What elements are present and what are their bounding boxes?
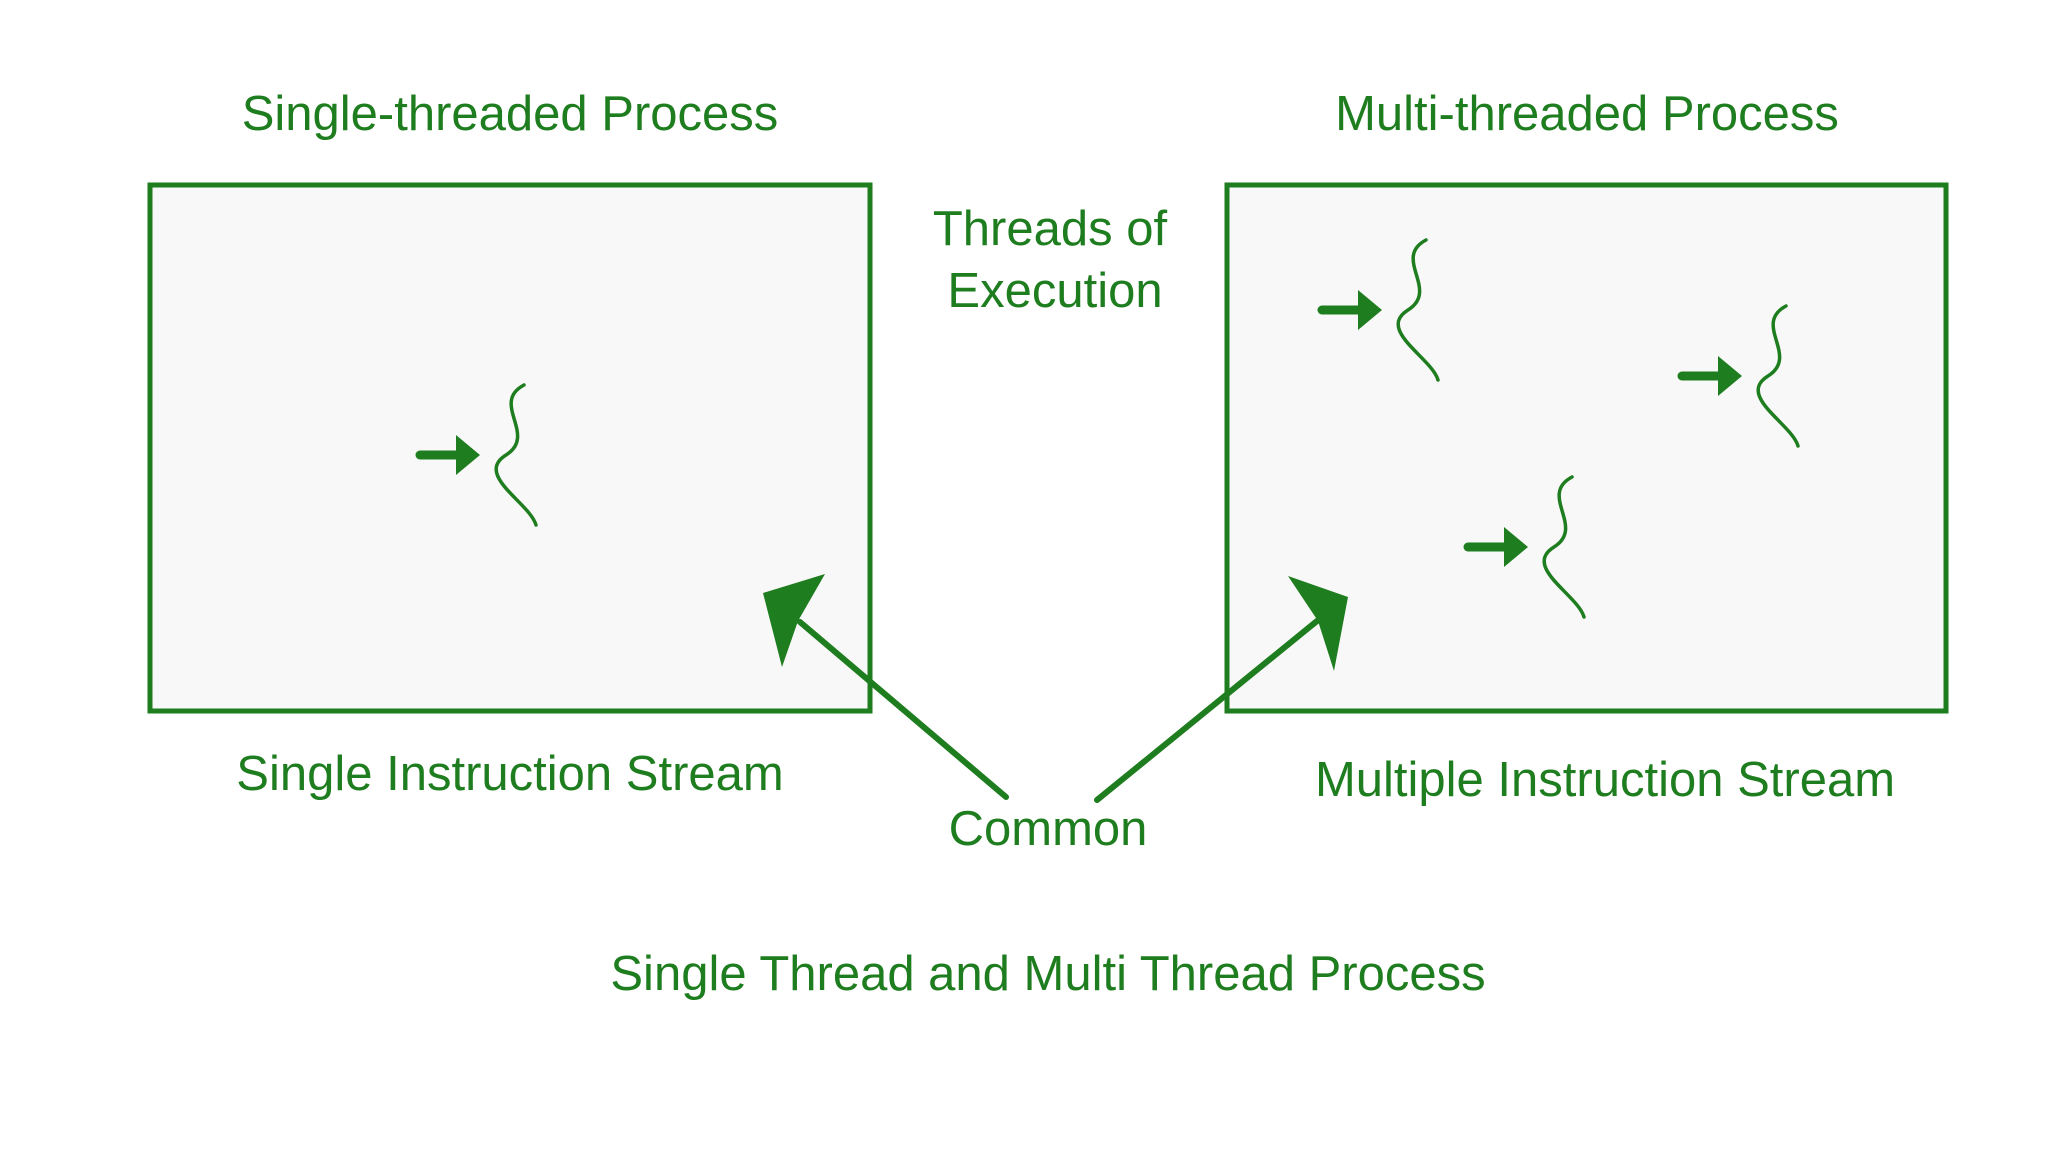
thread-icon bbox=[415, 383, 538, 527]
threads-of-execution-line1: Threads of bbox=[933, 202, 1168, 256]
threads-of-execution-line2: Execution bbox=[947, 264, 1162, 318]
multiple-instruction-stream-label: Multiple Instruction Stream bbox=[1315, 753, 1895, 807]
common-pointer-arrow-left bbox=[763, 574, 1009, 800]
single-instruction-stream-label: Single Instruction Stream bbox=[236, 747, 783, 801]
single-process-box bbox=[147, 182, 873, 714]
thread-icon bbox=[1677, 304, 1800, 448]
multi-process-title: Multi-threaded Process bbox=[1335, 87, 1839, 141]
single-process-title: Single-threaded Process bbox=[242, 87, 779, 141]
thread-icon bbox=[1317, 238, 1440, 382]
diagram-caption: Single Thread and Multi Thread Process bbox=[610, 947, 1485, 1001]
multi-process-box bbox=[1224, 182, 1949, 714]
thread-icon bbox=[1463, 475, 1586, 619]
common-pointer-arrow-right bbox=[1094, 576, 1348, 803]
common-label: Common bbox=[949, 802, 1148, 856]
